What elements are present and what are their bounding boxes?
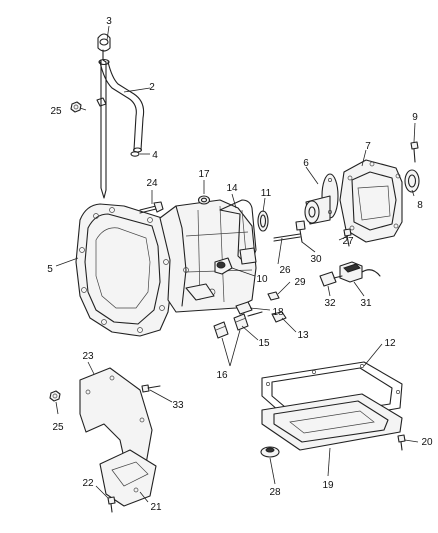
leader-lines — [55, 25, 419, 503]
cooler-line-fittings — [213, 311, 263, 339]
sensor-31 — [339, 261, 381, 283]
bolt-20 — [397, 434, 406, 451]
callout-12: 12 — [384, 338, 396, 349]
callout-17: 17 — [198, 169, 210, 180]
callout-29: 29 — [294, 277, 306, 288]
bell-housing — [75, 203, 173, 337]
callout-3: 3 — [106, 16, 112, 27]
callout-10: 10 — [256, 274, 268, 285]
callout-32: 32 — [324, 298, 336, 309]
output-adapter — [304, 173, 339, 225]
lower-bracket — [99, 449, 157, 507]
bolt-22 — [107, 496, 116, 513]
nut-lower-left — [49, 390, 61, 402]
filler-tube — [96, 58, 145, 153]
callout-23: 23 — [82, 351, 94, 362]
magnet-28 — [260, 446, 280, 458]
bolt-9 — [410, 141, 419, 163]
stud-26 — [273, 233, 301, 242]
callout-7: 7 — [365, 141, 371, 152]
callout-24: 24 — [146, 178, 158, 189]
callout-5: 5 — [47, 264, 53, 275]
callout-25-lower: 25 — [52, 422, 64, 433]
callout-26: 26 — [279, 265, 291, 276]
callout-16: 16 — [216, 370, 228, 381]
callout-21: 21 — [150, 502, 162, 513]
callout-30: 30 — [310, 254, 322, 265]
callout-22: 22 — [82, 478, 94, 489]
callout-9: 9 — [412, 112, 418, 123]
bolt-27 — [343, 228, 352, 247]
callout-4: 4 — [152, 150, 158, 161]
callout-8: 8 — [417, 200, 423, 211]
seal-8 — [404, 169, 420, 193]
callout-labels: 3 2 4 25 5 6 7 8 9 10 11 12 13 14 15 16 … — [47, 16, 433, 513]
callout-6: 6 — [303, 158, 309, 169]
callout-13: 13 — [297, 330, 309, 341]
callout-14: 14 — [226, 183, 238, 194]
dipstick — [97, 33, 111, 199]
nut-upper-left — [70, 101, 82, 113]
sensor-32 — [319, 271, 343, 287]
callout-15: 15 — [258, 338, 270, 349]
callout-25-upper: 25 — [50, 106, 62, 117]
extension-housing — [339, 159, 403, 243]
bolt-33 — [141, 384, 161, 393]
washer-17 — [197, 195, 211, 205]
callout-27: 27 — [342, 236, 354, 247]
bolt-24 — [139, 201, 164, 214]
callout-18: 18 — [272, 307, 284, 318]
callout-31: 31 — [360, 298, 372, 309]
plug-10 — [214, 257, 233, 275]
bolt-30 — [295, 220, 306, 243]
fitting-29 — [267, 291, 280, 301]
o-ring-seal — [130, 151, 140, 157]
callout-2: 2 — [149, 82, 155, 93]
oil-pan — [261, 393, 403, 451]
callout-11: 11 — [261, 188, 272, 199]
callout-19: 19 — [322, 480, 334, 491]
callout-20: 20 — [421, 437, 433, 448]
callout-33: 33 — [172, 400, 184, 411]
seal-11 — [257, 210, 269, 232]
bolt-13 — [271, 311, 287, 323]
callout-28: 28 — [269, 487, 281, 498]
case-gasket — [219, 199, 257, 265]
plug-18 — [235, 301, 253, 315]
